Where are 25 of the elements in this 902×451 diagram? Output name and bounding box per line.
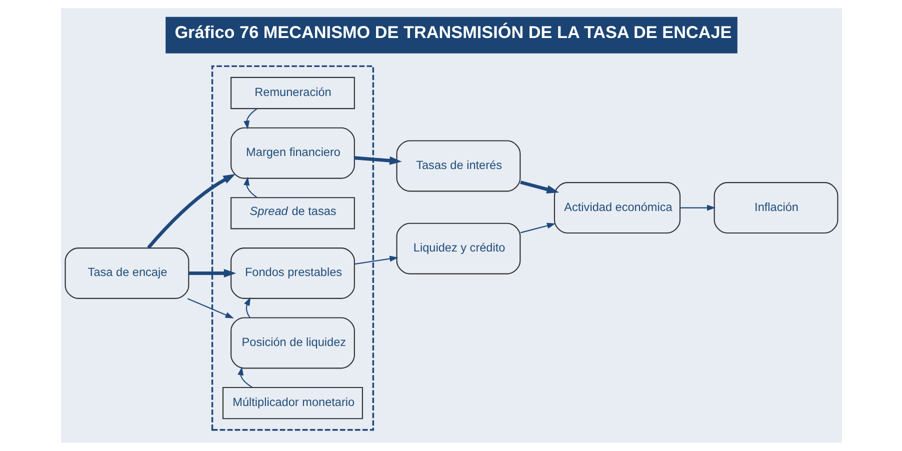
arrow [520,222,556,234]
arrow [243,108,257,130]
arrow [186,298,234,318]
arrow [680,204,716,211]
node-box: Inflación [713,182,838,234]
arrow [243,176,257,198]
arrow [188,268,236,278]
node-box: Fondos prestables [230,248,354,299]
arrow [354,156,402,165]
node-box: Tasa de encaje [64,248,189,299]
cluster [210,65,374,431]
node-box: Spread de tasas [230,197,354,230]
arrow [354,256,398,265]
arrow [146,174,236,249]
arrow [520,180,559,194]
node-box: Liquidez y crédito [396,222,520,274]
arrow [244,297,250,318]
node-box: Remuneración [230,76,354,110]
arrow [237,366,252,388]
diagram-title: Gráfico 76 MECANISMO DE TRANSMISIÓN DE LA TASA DE ENCAJE [174,22,732,42]
node-box: Tasas de interés [396,140,520,192]
node-box: Múltiplicador monetario [222,386,362,420]
node-box: Posición de liquidez [230,317,354,369]
node-box: Actividad económica [553,182,680,234]
node-box: Margen financiero [230,127,354,179]
